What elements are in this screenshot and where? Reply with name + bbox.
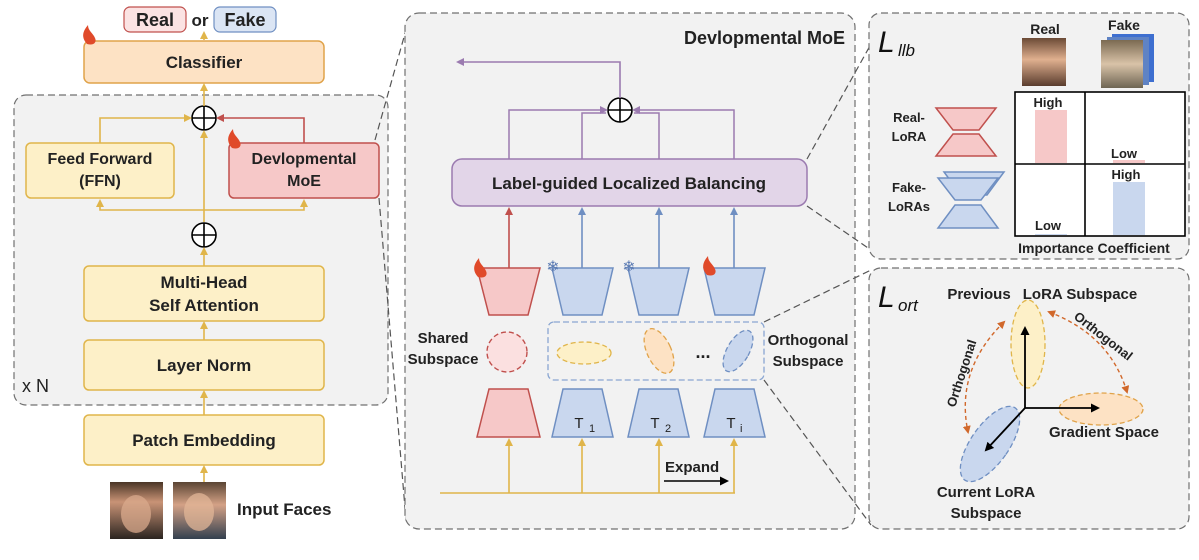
task-expert-i-down-projection (703, 388, 766, 438)
repeat-count-label: x N (22, 376, 49, 396)
task-subscript-i: i (740, 423, 742, 435)
task-expert-2-up-projection (627, 267, 690, 316)
llb-loss-subscript: llb (898, 41, 915, 60)
shared-expert-up-projection (476, 267, 541, 316)
output-labels: Real or Fake (123, 6, 277, 33)
real-lora-real-coefficient-bar (1035, 110, 1067, 163)
task-subscript-1: 1 (589, 423, 595, 435)
fake-face-image (1101, 40, 1143, 88)
orthogonal-relation-right (1047, 310, 1130, 394)
coefficient-real-real: High (1034, 95, 1063, 110)
orthogonal-relation-left (962, 320, 1006, 434)
shared-subspace-label-line1: Shared (418, 330, 469, 347)
previous-lora-subspace-ellipse (1010, 299, 1046, 389)
fake-lora-icon (936, 171, 1006, 229)
ort-connector-top (763, 269, 872, 323)
shared-subspace-label-line2: Subspace (408, 351, 479, 368)
ort-connector-bottom (763, 379, 872, 526)
moe-output-arrow (456, 58, 621, 98)
task-2-subspace-ellipse (643, 328, 675, 374)
orthogonal-subspace-label-line1: Orthogonal (768, 332, 849, 349)
fake-column-header: Fake (1108, 17, 1140, 33)
mhsa-label-line1: Multi-Head (161, 273, 248, 292)
fake-lora-label-line1: Fake- (892, 180, 926, 195)
patch-embedding-label: Patch Embedding (132, 431, 276, 450)
fake-output-label: Fake (224, 10, 265, 30)
fake-lora-label-line2: LoRAs (888, 199, 930, 214)
input-faces-label: Input Faces (237, 500, 331, 519)
real-lora-fake-coefficient-bar (1113, 160, 1145, 163)
real-lora-label-line2: LoRA (892, 129, 927, 144)
snowflake-icon: ❄ (622, 259, 635, 276)
task-expert-1-up-projection (551, 267, 614, 316)
task-subscript-2: 2 (665, 423, 671, 435)
task-i-subspace-ellipse (722, 329, 754, 373)
previous-lora-subspace-label: LoRA Subspace (1023, 286, 1137, 303)
task-label-2: T (650, 415, 659, 432)
ffn-label-line2: (FFN) (79, 173, 121, 190)
gradient-space-ellipse (1058, 392, 1144, 426)
shared-subspace-circle (486, 331, 528, 373)
llb-connector-bottom (806, 205, 872, 251)
task-label-i: T (726, 415, 735, 432)
fake-lora-fake-coefficient-bar (1113, 182, 1145, 235)
importance-coefficient-caption: Importance Coefficient (1018, 240, 1170, 256)
fire-icon (474, 258, 487, 278)
orthogonal-subspace-label-line2: Subspace (773, 353, 844, 370)
input-face-images (110, 482, 226, 539)
ellipsis-label: ... (695, 342, 710, 362)
mhsa-label-line2: Self Attention (149, 296, 259, 315)
expand-label: Expand (665, 459, 719, 476)
real-output-label: Real (136, 10, 174, 30)
ort-loss-subscript: ort (898, 296, 919, 315)
importance-coefficient-matrix: High Low Low High (1014, 91, 1186, 237)
fire-icon (703, 256, 716, 276)
dmoe-label-line1: Devlopmental (252, 151, 357, 168)
classifier-label: Classifier (166, 53, 243, 72)
task-expert-i-up-projection (703, 267, 766, 316)
moe-panel-title: Devlopmental MoE (684, 28, 845, 48)
shared-expert-down-projection (476, 388, 541, 438)
task-1-subspace-ellipse (556, 341, 612, 365)
zoom-connector-top (374, 29, 407, 141)
task-label-1: T (574, 415, 583, 432)
coordinate-axes (984, 326, 1100, 452)
fake-output-box (213, 6, 277, 33)
ffn-label-line1: Feed Forward (48, 151, 153, 168)
coefficient-fake-fake: High (1112, 167, 1141, 182)
ort-loss-symbol: L (878, 281, 895, 314)
zoom-connector-bottom (378, 197, 407, 521)
real-lora-icon (934, 107, 998, 157)
llb-loss-symbol: L (878, 26, 895, 59)
balancing-label: Label-guided Localized Balancing (492, 174, 766, 193)
real-lora-label-line1: Real- (893, 110, 925, 125)
fake-face-image-stack (1101, 34, 1154, 88)
real-face-image (1022, 38, 1066, 86)
fake-lora-real-coefficient-bar (1035, 234, 1067, 235)
label-guided-balancing-block (451, 158, 808, 207)
task-expert-2-down-projection (627, 388, 690, 438)
fire-icon (228, 129, 241, 149)
current-lora-label-line1: Current LoRA (937, 484, 1035, 501)
or-label: or (192, 11, 209, 30)
real-output-box (123, 6, 187, 33)
current-lora-label-line2: Subspace (951, 505, 1022, 522)
real-column-header: Real (1030, 21, 1060, 37)
fire-icon (83, 25, 96, 45)
task-expert-1-down-projection (551, 388, 614, 438)
layer-norm-label: Layer Norm (157, 356, 251, 375)
coefficient-fake-real: Low (1035, 218, 1062, 233)
snowflake-icon: ❄ (546, 259, 559, 276)
orthogonal-subspace-group (547, 321, 765, 381)
dmoe-label-line2: MoE (287, 173, 321, 190)
coefficient-real-fake: Low (1111, 146, 1138, 161)
previous-label: Previous (947, 286, 1010, 303)
gradient-space-label: Gradient Space (1049, 424, 1159, 441)
